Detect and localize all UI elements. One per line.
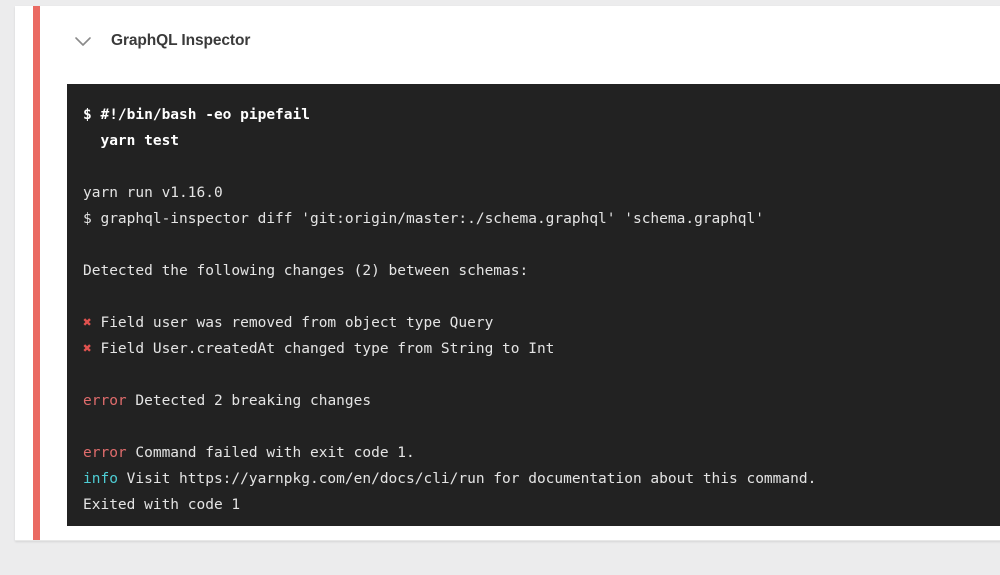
- terminal-line-text: Field user was removed from object type …: [91, 315, 494, 331]
- terminal-line-error-1: error Detected 2 breaking changes: [83, 388, 1000, 414]
- log-level-tag-error: error: [83, 393, 127, 409]
- job-log-card: GraphQL Inspector $ #!/bin/bash -eo pipe…: [15, 6, 1000, 541]
- terminal-line-exit-1: Exited with code 1: [83, 492, 1000, 518]
- terminal-line-text: $ #!/bin/bash -eo pipefail: [83, 107, 310, 123]
- job-status-bar-failed: [33, 6, 40, 541]
- terminal-line-cmd-diff: $ graphql-inspector diff 'git:origin/mas…: [83, 206, 1000, 232]
- terminal-line-text: Exited with code 1: [83, 497, 241, 513]
- terminal-line-error-2: error Command failed with exit code 1.: [83, 440, 1000, 466]
- terminal-line-detected: Detected the following changes (2) betwe…: [83, 258, 1000, 284]
- terminal-line-yarn-version: yarn run v1.16.0: [83, 180, 1000, 206]
- chevron-down-icon[interactable]: [69, 27, 97, 55]
- terminal-line-info-1: info Visit https://yarnpkg.com/en/docs/c…: [83, 466, 1000, 492]
- terminal-line-cmd-shebang: $ #!/bin/bash -eo pipefail: [83, 102, 1000, 128]
- job-title: GraphQL Inspector: [111, 32, 251, 49]
- terminal-line-text: yarn run v1.16.0: [83, 185, 223, 201]
- terminal-line-blank-1: [83, 154, 1000, 180]
- breaking-change-x-icon: ✖: [83, 315, 92, 331]
- card-footer-divider: [15, 540, 1000, 541]
- terminal-line-text: Detected the following changes (2) betwe…: [83, 263, 529, 279]
- terminal-line-blank-5: [83, 414, 1000, 440]
- breaking-change-x-icon: ✖: [83, 341, 92, 357]
- terminal-line-blank-3: [83, 284, 1000, 310]
- terminal-line-change-1: ✖ Field user was removed from object typ…: [83, 310, 1000, 336]
- terminal-log-content: $ #!/bin/bash -eo pipefail yarn test yarn…: [67, 84, 1000, 518]
- terminal-line-change-2: ✖ Field User.createdAt changed type from…: [83, 336, 1000, 362]
- log-level-tag-info: info: [83, 471, 118, 487]
- terminal-line-text: Visit https://yarnpkg.com/en/docs/cli/ru…: [117, 471, 817, 487]
- terminal-line-text: $ graphql-inspector diff 'git:origin/mas…: [83, 211, 764, 227]
- terminal-line-text: yarn test: [83, 133, 180, 149]
- terminal-line-cmd-yarn: yarn test: [83, 128, 1000, 154]
- log-level-tag-error: error: [83, 445, 127, 461]
- terminal-line-blank-4: [83, 362, 1000, 388]
- terminal-line-text: Command failed with exit code 1.: [126, 445, 415, 461]
- terminal-line-text: Detected 2 breaking changes: [126, 393, 372, 409]
- job-header-toggle[interactable]: GraphQL Inspector: [55, 6, 1000, 76]
- terminal-line-text: Field User.createdAt changed type from S…: [91, 341, 555, 357]
- terminal-line-blank-2: [83, 232, 1000, 258]
- terminal-log-panel[interactable]: $ #!/bin/bash -eo pipefail yarn test yarn…: [67, 84, 1000, 526]
